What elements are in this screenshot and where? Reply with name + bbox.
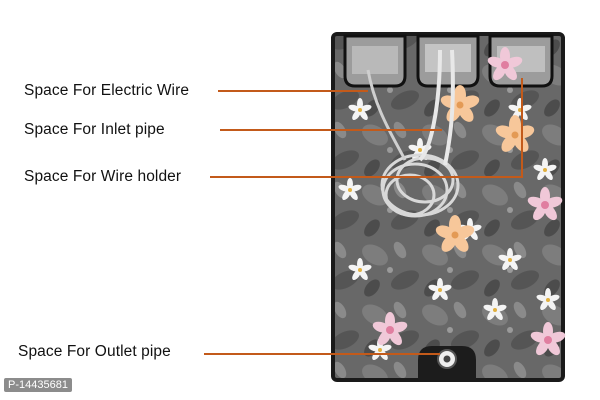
leader-line-electric-wire — [218, 90, 368, 92]
leader-line-wire-holder-vertical — [521, 78, 523, 178]
product-id-watermark: P-14435681 — [4, 378, 72, 392]
leader-line-inlet-pipe — [220, 129, 442, 131]
label-electric-wire: Space For Electric Wire — [24, 82, 190, 99]
label-wire-holder: Space For Wire holder — [24, 168, 182, 185]
coiled-wire — [366, 49, 460, 218]
label-outlet-pipe: Space For Outlet pipe — [18, 343, 171, 360]
leader-line-outlet-pipe — [204, 353, 440, 355]
leader-line-wire-holder — [210, 176, 522, 178]
outlet-hole — [418, 346, 476, 380]
label-inlet-pipe: Space For Inlet pipe — [24, 121, 165, 138]
